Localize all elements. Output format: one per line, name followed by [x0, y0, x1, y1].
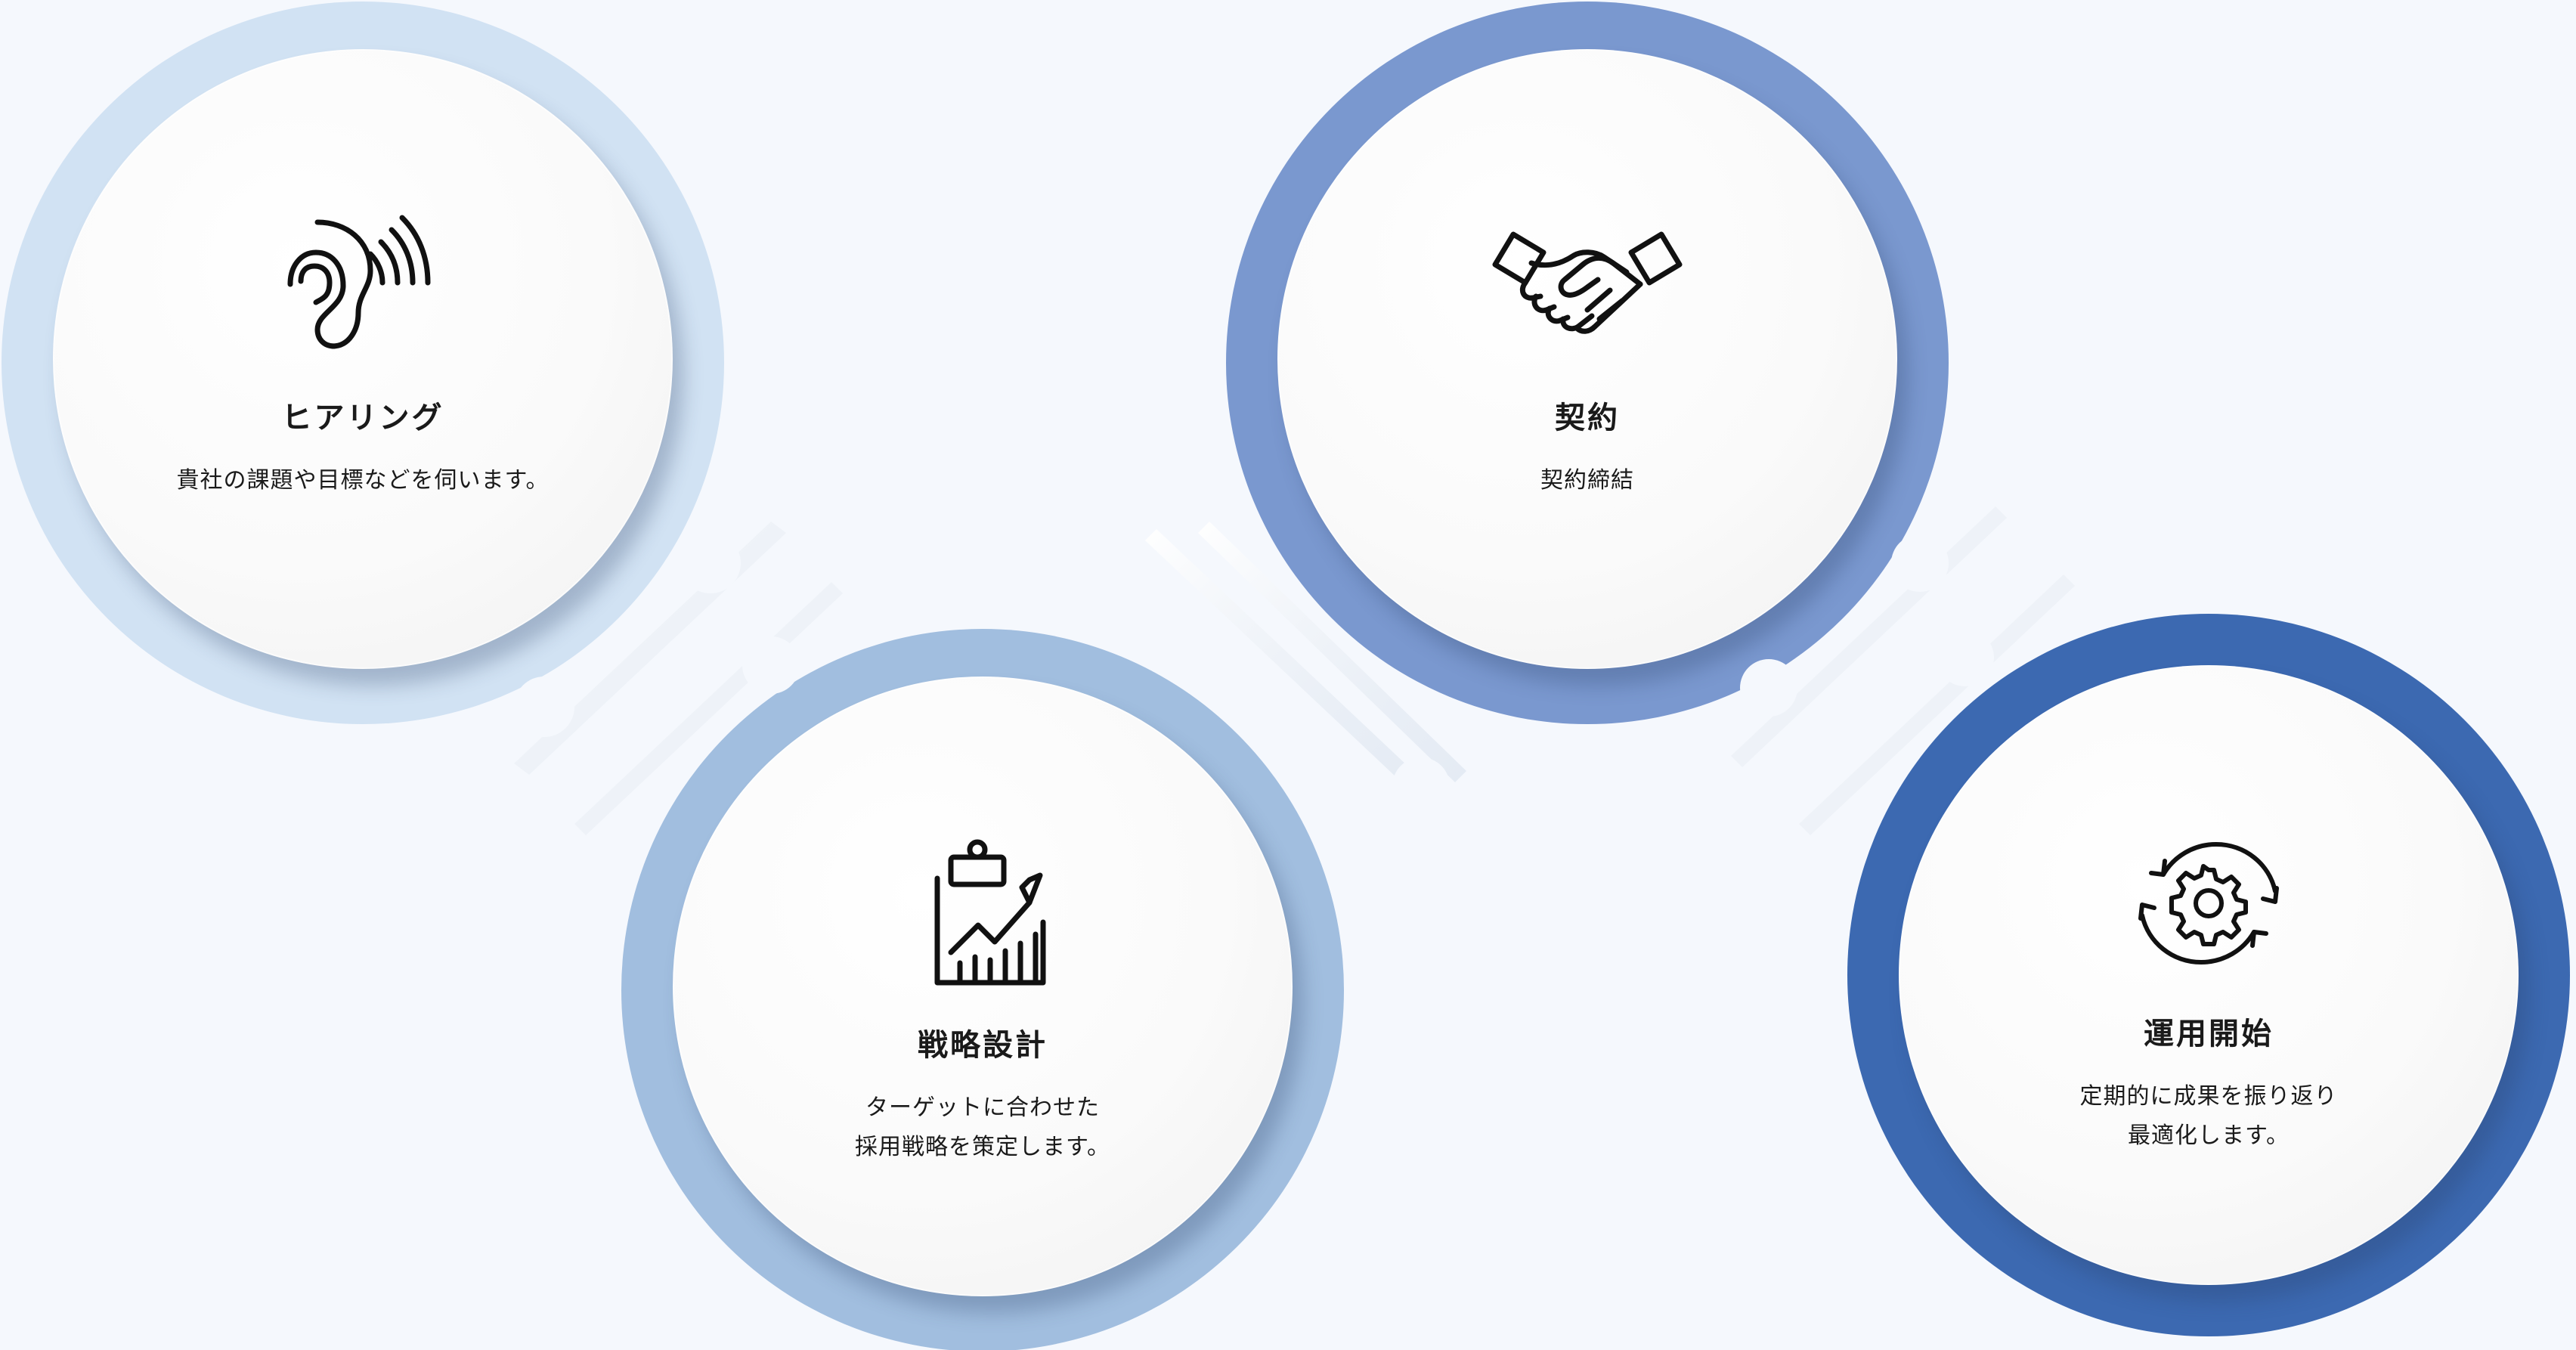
- ear-listening-icon: [287, 215, 431, 349]
- step-description-line: 貴社の課題や目標などを伺います。: [176, 467, 550, 494]
- step-description: 貴社の課題や目標などを伺います。: [98, 461, 627, 500]
- connector-slash: [1145, 529, 1421, 790]
- step-title: 戦略設計: [918, 1028, 1048, 1063]
- step-description: 定期的に成果を振り返り 最適化します。: [1944, 1077, 2473, 1156]
- ring-notch: [742, 636, 800, 694]
- step-description-line: ターゲットに合わせた: [865, 1095, 1100, 1121]
- ring-notch: [1891, 534, 1949, 592]
- step-description: 契約締結: [1323, 461, 1852, 500]
- step-description-line: 採用戦略を策定します。: [855, 1134, 1110, 1160]
- step-description-line: 契約締結: [1540, 467, 1634, 494]
- handshake-icon: [1492, 231, 1683, 334]
- step-title: ヒアリング: [281, 401, 444, 435]
- clipboard-growth-chart-icon: [934, 839, 1046, 986]
- step-title: 契約: [1555, 401, 1620, 435]
- step-title: 運用開始: [2144, 1017, 2274, 1051]
- step-card-1: ヒアリング 貴社の課題や目標などを伺います。: [53, 49, 673, 669]
- step-description-line: 定期的に成果を振り返り: [2079, 1083, 2338, 1110]
- step-card-3: 契約 契約締結: [1277, 49, 1897, 669]
- ring-notch: [1286, 757, 1344, 815]
- ring-notch: [514, 677, 574, 737]
- connector-slash: [1198, 522, 1466, 782]
- step-description-line: 最適化します。: [2128, 1122, 2290, 1149]
- ring-notch: [1740, 659, 1797, 717]
- step-description: ターゲットに合わせた 採用戦略を策定します。: [718, 1088, 1247, 1167]
- connector-slash: [1799, 574, 2075, 835]
- gear-cycle-icon: [2138, 842, 2279, 965]
- step-card-2: 戦略設計 ターゲットに合わせた 採用戦略を策定します。: [673, 677, 1293, 1296]
- ring-notch: [680, 533, 741, 593]
- ring-notch: [1392, 757, 1450, 815]
- ring-notch: [1937, 629, 1994, 686]
- step-card-4: 運用開始 定期的に成果を振り返り 最適化します。: [1899, 665, 2519, 1285]
